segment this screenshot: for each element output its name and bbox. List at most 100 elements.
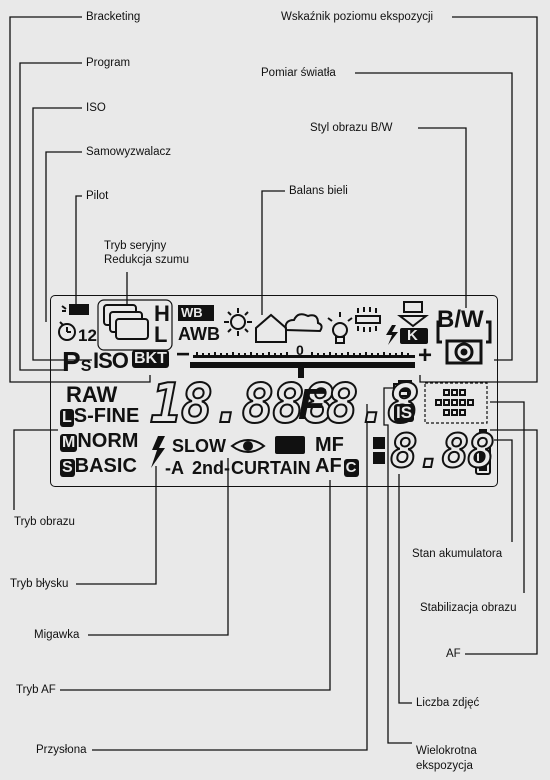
label-image-mode: Tryb obrazu <box>14 516 75 528</box>
sfine-label: S-FINE <box>73 405 140 427</box>
label-multi-exposure-1: Wielokrotna <box>416 745 477 757</box>
label-iso: ISO <box>86 102 106 114</box>
self-timer-icon <box>58 321 76 341</box>
self-timer-leader <box>45 151 82 322</box>
slow-label: SLOW <box>172 436 226 456</box>
scale-minus: − <box>176 341 191 368</box>
raw-label: RAW <box>66 382 118 407</box>
shot-count-digits: 8.88 <box>389 423 496 479</box>
program-mode: PS <box>62 346 91 378</box>
remote-icon <box>61 304 89 315</box>
white-balance-leader <box>261 190 285 315</box>
battery-icon <box>475 429 491 475</box>
label-white-balance: Balans bieli <box>289 185 348 197</box>
bkt-indicator: BKT <box>132 350 169 368</box>
label-af-mode: Tryb AF <box>16 684 56 696</box>
af-text: AF <box>315 455 342 477</box>
wb-adjust-icon <box>178 305 214 321</box>
af-point-grid <box>424 382 488 424</box>
label-self-timer: Samowyzwalacz <box>86 146 171 158</box>
norm-label: NORM <box>77 430 139 452</box>
exposure-scale <box>190 352 415 378</box>
size-m-box: M <box>60 434 78 452</box>
flash-wb-icon <box>386 325 398 345</box>
label-shot-count: Liczba zdjęć <box>416 697 480 709</box>
tungsten-icon <box>327 312 353 344</box>
af-leader <box>465 429 538 655</box>
label-metering: Pomiar światła <box>261 67 336 79</box>
exposure-indicator-leader <box>419 16 538 383</box>
metering-icon <box>436 320 492 365</box>
size-s-box: S <box>60 459 75 477</box>
burst-high: H <box>154 301 170 326</box>
bracketing-leader <box>9 16 151 383</box>
second-curtain-label: 2nd- <box>192 458 230 478</box>
label-exposure-indicator: Wskaźnik poziomu ekspozycji <box>281 11 434 23</box>
basic-label: BASIC <box>74 455 137 477</box>
shade-icon <box>255 313 287 343</box>
iso-leader <box>32 107 92 361</box>
label-noise-reduction: Redukcja szumu <box>104 254 190 266</box>
flash-comp-box <box>275 436 305 454</box>
bw-label: B/W <box>437 306 484 333</box>
aperture-digits: 8.8 <box>325 371 421 436</box>
custom-wb-icon <box>397 301 429 328</box>
label-aperture: Przysłona <box>36 744 87 756</box>
label-shutter: Migawka <box>34 629 80 641</box>
iso-indicator: ISO <box>93 348 129 373</box>
metering-leader <box>355 72 513 361</box>
sun-icon <box>224 308 252 336</box>
remote-leader <box>75 195 82 310</box>
label-remote: Pilot <box>86 190 109 202</box>
burst-low: L <box>154 322 168 347</box>
fluorescent-icon <box>355 307 381 332</box>
auto-flash-label: -A <box>165 458 184 478</box>
stabilization-leader <box>490 401 525 593</box>
label-continuous: Tryb seryjny <box>104 240 167 252</box>
kelvin-box <box>400 328 428 344</box>
f-letter: F <box>298 380 325 429</box>
multi-exposure-leader <box>383 387 412 744</box>
scale-zero: 0 <box>296 342 304 358</box>
label-program: Program <box>86 57 131 69</box>
image-mode-leader <box>13 429 58 510</box>
cloud-icon <box>284 313 323 333</box>
bw-style-leader <box>418 127 467 308</box>
shutter-leader <box>88 458 229 636</box>
mf-label: MF <box>315 434 344 456</box>
label-stabilization: Stabilizacja obrazu <box>420 602 517 614</box>
scale-plus: + <box>418 342 433 369</box>
awb-label: AWB <box>178 324 220 344</box>
battery-leader <box>494 439 513 542</box>
self-timer-12: 12 <box>78 326 97 345</box>
bkt-box: BKT <box>132 350 169 368</box>
exp-comp-minus-box <box>373 452 385 464</box>
flash-bolt-icon <box>151 436 165 468</box>
shot-count-leader <box>398 474 412 704</box>
label-bw-style: Styl obrazu B/W <box>310 122 393 134</box>
label-af: AF <box>446 648 461 660</box>
label-bracketing: Bracketing <box>86 11 141 23</box>
program-leader <box>19 62 82 371</box>
multi-exposure-icon <box>393 380 412 397</box>
wb-label: WB <box>181 305 203 320</box>
flash-mode-leader <box>76 466 157 585</box>
exp-comp-plus-box <box>373 437 385 449</box>
lcd-panel <box>50 295 498 487</box>
is-indicator: IS <box>394 403 415 423</box>
program-letter: P <box>62 346 81 377</box>
label-flash-mode: Tryb błysku <box>10 578 69 590</box>
af-c-box: C <box>343 459 359 477</box>
is-box: IS <box>394 403 415 422</box>
curtain-label: CURTAIN <box>231 458 311 478</box>
label-multi-exposure-2: ekspozycja <box>416 760 473 772</box>
shutter-digits: 18.888 <box>149 371 336 436</box>
af-mode-leader <box>60 480 331 691</box>
program-shift: S <box>80 358 92 375</box>
kelvin-label: K <box>407 327 418 344</box>
